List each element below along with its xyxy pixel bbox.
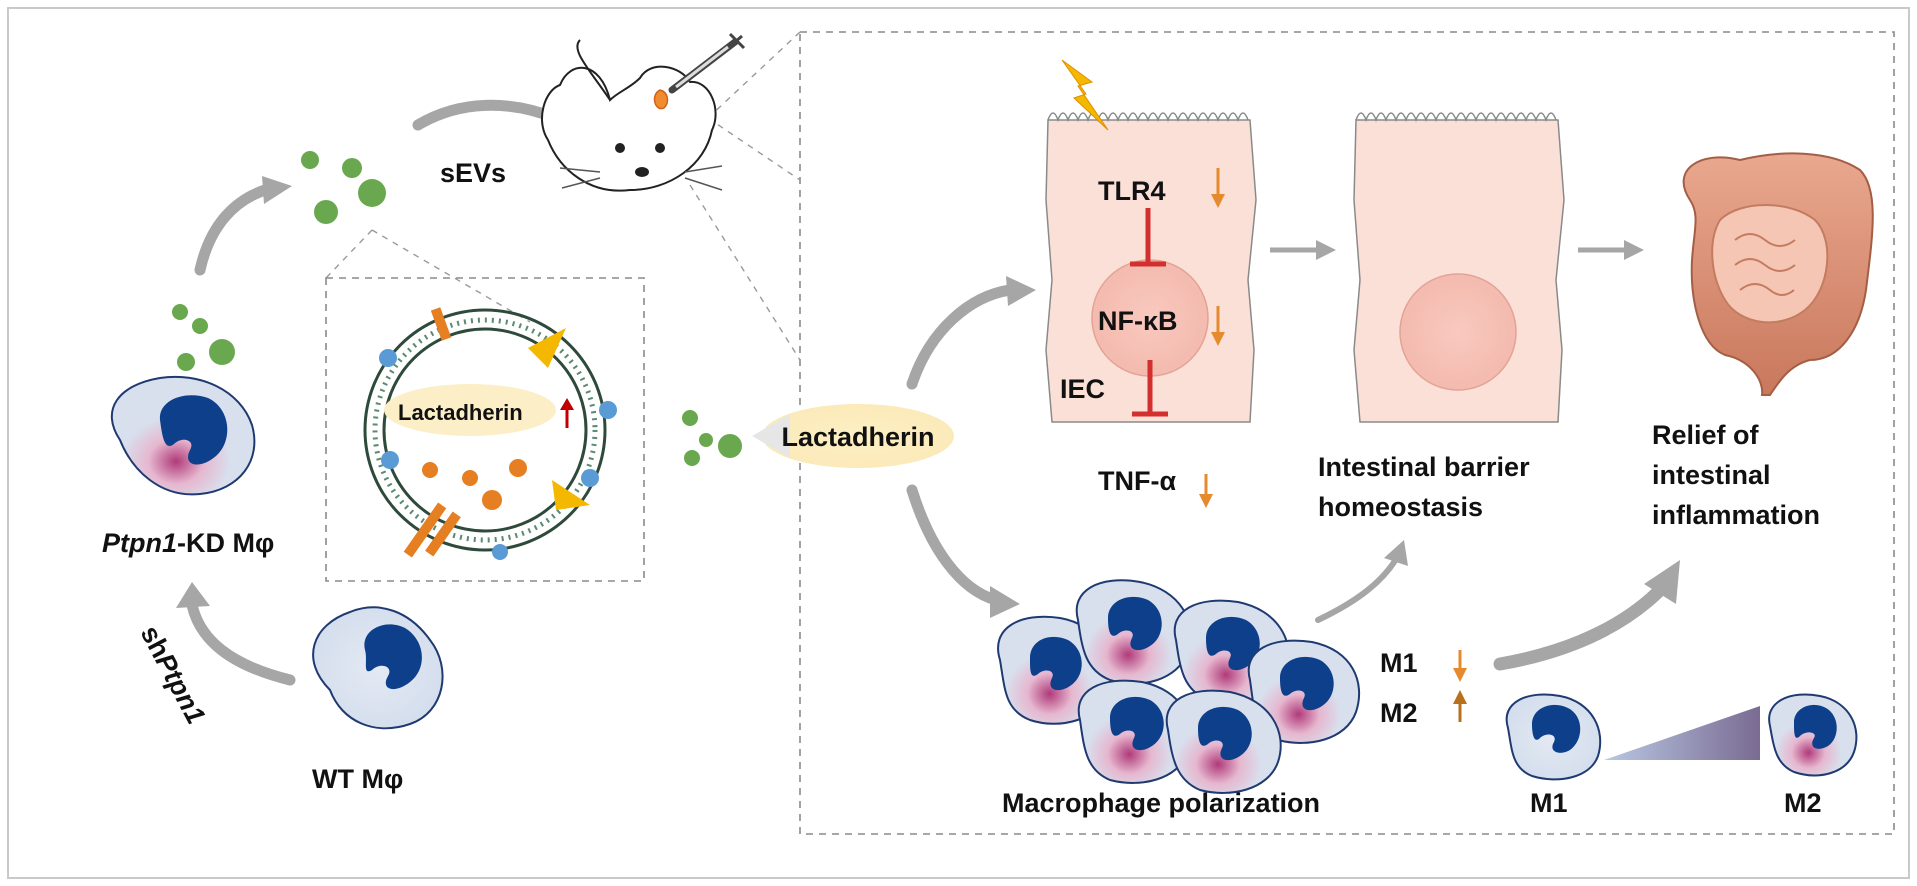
vesicle-detail xyxy=(363,307,617,560)
relief-label-line3: inflammation xyxy=(1652,500,1820,530)
m2-cell xyxy=(1768,693,1858,777)
polarization-to-relief-arrow xyxy=(1493,583,1667,671)
lactadherin-branch-arrows xyxy=(906,284,1016,606)
sh-italic: Ptpn1 xyxy=(149,649,211,729)
branch-down-arrowhead xyxy=(990,586,1020,618)
tnfa-label: TNF-α xyxy=(1098,466,1176,496)
injection-arrow xyxy=(412,99,561,131)
ptpn1-kd-label-rest: -KD Mφ xyxy=(177,528,274,558)
wt-macrophage xyxy=(312,606,444,730)
relief-label-line2: intestinal xyxy=(1652,460,1771,490)
syringe-icon xyxy=(668,32,746,94)
lactadherin-main-label: Lactadherin xyxy=(781,422,934,452)
nfkb-label: NF-κB xyxy=(1098,306,1178,336)
inhibition-markers xyxy=(1130,208,1168,417)
sevs-label: sEVs xyxy=(440,158,506,188)
vesicle-inset-border xyxy=(325,277,645,582)
iec-to-barrier-arrowhead xyxy=(1316,240,1336,260)
tlr4-label: TLR4 xyxy=(1098,176,1166,206)
wt-macrophage-label: WT Mφ xyxy=(312,764,403,794)
intestine-icon xyxy=(1682,152,1874,396)
secreted-vesicles xyxy=(172,304,235,371)
lactadherin-up-arrow xyxy=(560,398,574,428)
macrophage-cluster xyxy=(997,579,1361,794)
release-arrow xyxy=(194,184,271,276)
lactadherin-pointer xyxy=(752,414,790,458)
down-arrows xyxy=(1199,168,1467,682)
lactadherin-highlight xyxy=(762,404,954,468)
m1-to-m2-gradient-wedge xyxy=(1604,706,1760,760)
sev-cluster xyxy=(301,151,386,224)
up-arrow-m2 xyxy=(1453,690,1467,722)
connector-lines xyxy=(325,31,801,361)
m1-trend-label: M1 xyxy=(1380,648,1418,678)
lightning-icon xyxy=(1061,59,1109,131)
lactadherin-inset-label: Lactadherin xyxy=(398,400,523,425)
polarization-to-relief-arrowhead xyxy=(1644,560,1680,604)
iec-label: IEC xyxy=(1060,374,1105,404)
mechanism-panel-border xyxy=(799,31,1895,835)
relief-label-line1: Relief of xyxy=(1652,420,1760,450)
barrier-label-line1: Intestinal barrier xyxy=(1318,452,1530,482)
barrier-cell xyxy=(1353,112,1565,423)
macrophage-polarization-label: Macrophage polarization xyxy=(1002,788,1320,818)
ptpn1-kd-label-italic: Ptpn1 xyxy=(102,528,177,558)
branch-up-arrowhead xyxy=(1006,276,1036,306)
mouse-icon xyxy=(541,39,723,192)
outer-frame xyxy=(7,7,1910,879)
sh-arrowhead xyxy=(176,582,210,608)
ptpn1-kd-macrophage xyxy=(110,375,256,496)
m2-trend-label: M2 xyxy=(1380,698,1418,728)
polarization-to-barrier-arrow xyxy=(1315,553,1401,623)
polarization-to-barrier-arrowhead xyxy=(1384,540,1408,566)
ptpn1-kd-label: Ptpn1-KD Mφ xyxy=(102,528,274,558)
m1-cell-label: M1 xyxy=(1530,788,1568,818)
sh-ptpn1-label: shPtpn1 xyxy=(135,621,212,729)
sh-arrow xyxy=(186,599,296,686)
release-arrowhead xyxy=(262,176,292,204)
lactadherin-vesicles xyxy=(682,410,742,466)
iec-cell xyxy=(1045,112,1257,423)
m1-cell xyxy=(1505,693,1602,781)
barrier-label-line2: homeostasis xyxy=(1318,492,1483,522)
barrier-to-relief-arrowhead xyxy=(1624,240,1644,260)
m2-cell-label: M2 xyxy=(1784,788,1822,818)
